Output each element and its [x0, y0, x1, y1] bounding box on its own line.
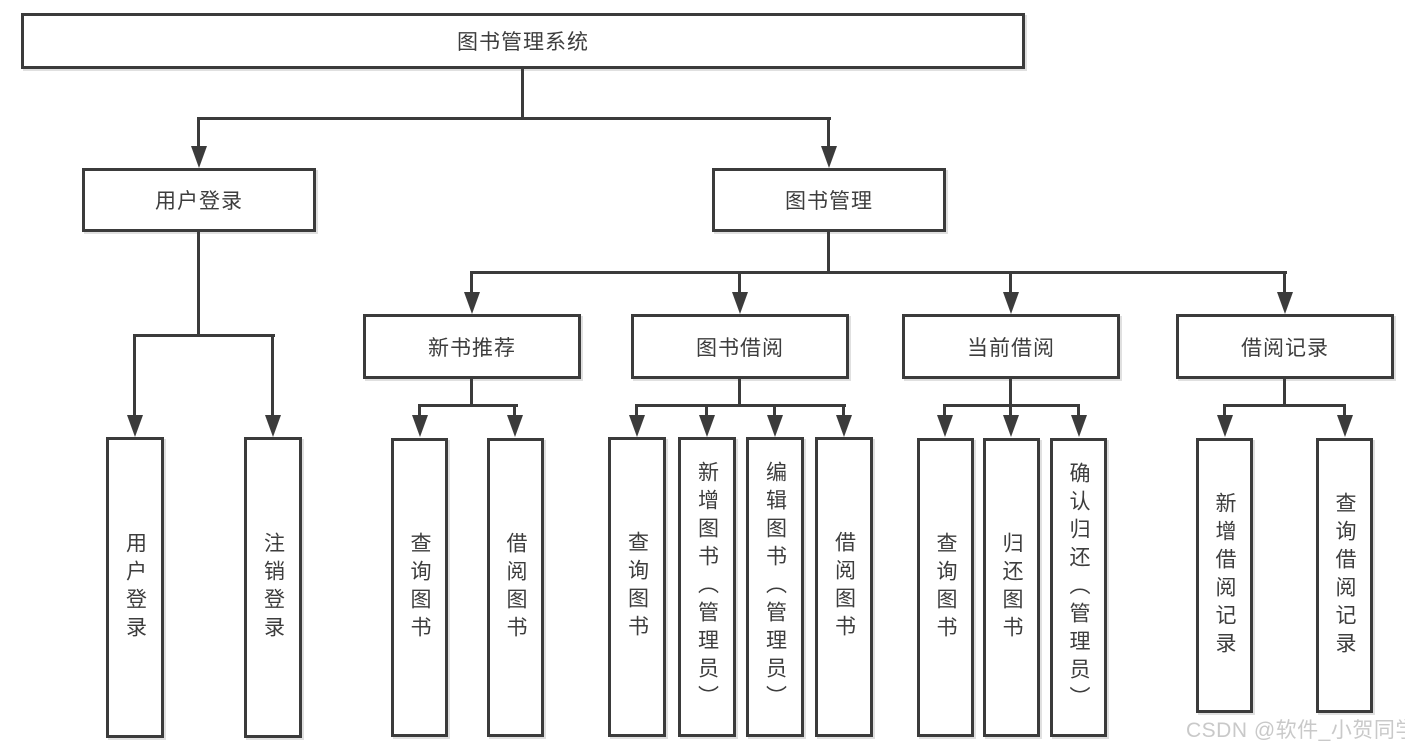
- edge-to-borrow-books-borrowing: [842, 404, 845, 418]
- edge-to-query-books-borrowing: [635, 404, 638, 418]
- node-user-login-leaf-label: 用户登录: [123, 531, 147, 644]
- node-root: 图书管理系统: [21, 13, 1025, 69]
- arrowhead-return-books: [1003, 415, 1019, 437]
- edge-to-new-book-recommend: [470, 271, 473, 296]
- edge-borrowing-records-branch: [1223, 404, 1346, 407]
- edge-root-stem: [521, 69, 524, 117]
- arrowhead-query-books-borrowing: [629, 415, 645, 437]
- node-return-books: 归还图书: [983, 438, 1040, 737]
- edge-to-user-login-leaf: [133, 334, 136, 420]
- edge-to-book-borrowing: [738, 271, 741, 296]
- edge-to-query-borrow-record: [1343, 404, 1346, 418]
- node-book-borrowing-label: 图书借阅: [696, 336, 784, 360]
- node-book-borrowing: 图书借阅: [631, 314, 849, 379]
- node-new-book-recommend-label: 新书推荐: [428, 336, 516, 360]
- node-current-borrowing: 当前借阅: [902, 314, 1120, 379]
- node-user-login-label: 用户登录: [155, 190, 243, 213]
- node-borrow-books-recommend-label: 借阅图书: [504, 531, 527, 644]
- arrowhead-user-login: [191, 146, 207, 168]
- arrowhead-borrowing-records: [1277, 292, 1293, 314]
- node-borrow-books-recommend: 借阅图书: [487, 438, 544, 737]
- edge-to-borrowing-records: [1283, 271, 1286, 296]
- arrowhead-borrow-books-recommend: [507, 415, 523, 437]
- arrowhead-book-management: [821, 146, 837, 168]
- arrowhead-confirm-return-admin: [1071, 415, 1087, 437]
- arrowhead-borrow-books-borrowing: [836, 415, 852, 437]
- edge-user-login-branch: [133, 334, 275, 337]
- edge-to-current-borrowing: [1009, 271, 1012, 296]
- node-borrow-books-borrowing: 借阅图书: [815, 437, 873, 737]
- edge-user-login-stem: [197, 232, 200, 336]
- edge-to-add-borrow-record: [1223, 404, 1226, 418]
- arrowhead-new-book-recommend: [464, 292, 480, 314]
- node-book-management-label: 图书管理: [785, 190, 873, 213]
- arrowhead-book-borrowing: [732, 292, 748, 314]
- arrowhead-query-books-current: [937, 415, 953, 437]
- node-logout-leaf: 注销登录: [244, 437, 302, 738]
- node-add-borrow-record: 新增借阅记录: [1196, 438, 1253, 713]
- node-edit-books-admin-label: 编辑图书（管理员）: [763, 461, 787, 713]
- node-add-books-admin-label: 新增图书（管理员）: [695, 461, 719, 713]
- node-root-label: 图书管理系统: [457, 31, 589, 54]
- arrowhead-query-books-recommend: [412, 415, 428, 437]
- edge-to-query-books-current: [943, 404, 946, 418]
- node-borrow-books-borrowing-label: 借阅图书: [832, 531, 856, 643]
- node-borrowing-records-label: 借阅记录: [1241, 336, 1329, 360]
- node-query-books-current-label: 查询图书: [934, 531, 957, 644]
- node-query-books-recommend: 查询图书: [391, 438, 448, 737]
- arrowhead-add-borrow-record: [1217, 415, 1233, 437]
- csdn-watermark: CSDN @软件_小贺同学: [1186, 719, 1405, 742]
- node-user-login: 用户登录: [82, 168, 316, 232]
- node-add-books-admin: 新增图书（管理员）: [678, 437, 736, 737]
- node-book-management: 图书管理: [712, 168, 946, 232]
- arrowhead-user-login-leaf: [127, 415, 143, 437]
- node-borrowing-records: 借阅记录: [1176, 314, 1394, 379]
- edge-new-book-recommend-branch: [418, 404, 518, 407]
- edge-book-borrowing-stem: [738, 379, 741, 406]
- edge-current-borrowing-stem: [1009, 379, 1012, 406]
- node-query-books-borrowing: 查询图书: [608, 437, 666, 737]
- edge-book-management-stem: [827, 232, 830, 273]
- node-user-login-leaf: 用户登录: [106, 437, 164, 738]
- arrowhead-add-books-admin: [699, 415, 715, 437]
- edge-borrowing-records-stem: [1283, 379, 1286, 406]
- arrowhead-logout-leaf: [265, 415, 281, 437]
- edge-to-edit-books-admin: [773, 404, 776, 418]
- edge-new-book-recommend-stem: [470, 379, 473, 406]
- edge-book-borrowing-branch: [635, 404, 846, 407]
- node-return-books-label: 归还图书: [1000, 531, 1023, 644]
- edge-book-management-branch: [470, 271, 1287, 274]
- node-query-books-current: 查询图书: [917, 438, 974, 737]
- node-query-books-recommend-label: 查询图书: [408, 531, 431, 644]
- arrowhead-current-borrowing: [1003, 292, 1019, 314]
- node-add-borrow-record-label: 新增借阅记录: [1213, 491, 1236, 660]
- node-query-borrow-record: 查询借阅记录: [1316, 438, 1373, 713]
- node-query-borrow-record-label: 查询借阅记录: [1333, 491, 1356, 660]
- arrowhead-query-borrow-record: [1337, 415, 1353, 437]
- node-edit-books-admin: 编辑图书（管理员）: [746, 437, 804, 737]
- edge-to-query-books-recommend: [418, 404, 421, 418]
- arrowhead-edit-books-admin: [767, 415, 783, 437]
- node-logout-leaf-label: 注销登录: [261, 531, 285, 644]
- node-new-book-recommend: 新书推荐: [363, 314, 581, 379]
- node-query-books-borrowing-label: 查询图书: [625, 531, 649, 643]
- edge-to-logout-leaf: [271, 334, 274, 420]
- edge-to-confirm-return-admin: [1077, 404, 1080, 418]
- node-confirm-return-admin: 确认归还（管理员）: [1050, 438, 1107, 737]
- edge-root-branch: [197, 117, 831, 120]
- node-current-borrowing-label: 当前借阅: [967, 336, 1055, 360]
- node-confirm-return-admin-label: 确认归还（管理员）: [1067, 461, 1090, 714]
- edge-to-user-login: [197, 117, 200, 150]
- edge-to-book-management: [827, 117, 830, 150]
- edge-to-borrow-books-recommend: [513, 404, 516, 418]
- edge-to-add-books-admin: [705, 404, 708, 418]
- edge-to-return-books: [1009, 404, 1012, 418]
